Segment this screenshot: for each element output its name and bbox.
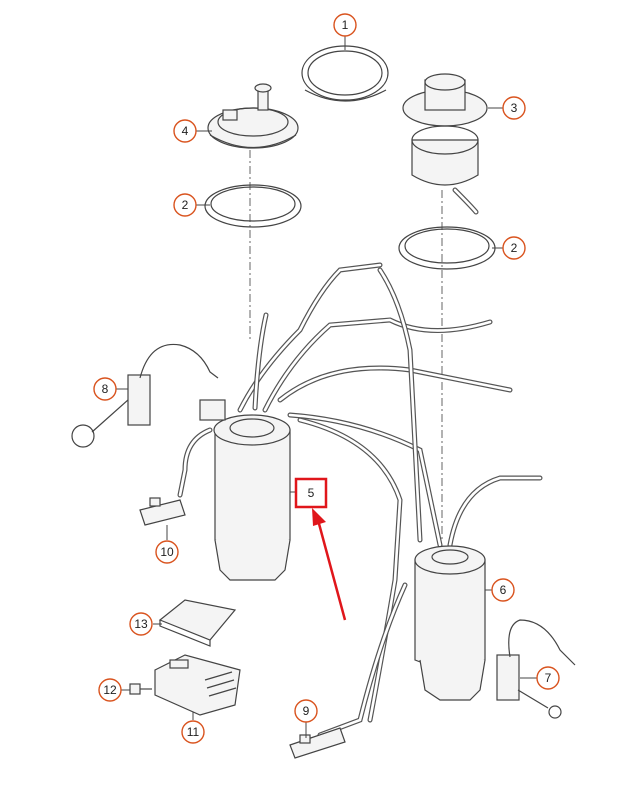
callout-3-label: 3	[511, 101, 518, 115]
callout-8-label: 8	[102, 382, 109, 396]
callout-7-label: 7	[545, 671, 552, 685]
locking-ring	[301, 45, 389, 102]
highlight-box	[294, 477, 328, 509]
callout-9: 9	[294, 699, 318, 723]
callout-11: 11	[181, 720, 205, 744]
leader-lines	[116, 36, 537, 738]
fuel-level-sender-left	[71, 343, 219, 448]
callout-12: 12	[98, 678, 122, 702]
fuel-lines	[177, 262, 543, 738]
flange	[207, 83, 299, 149]
callout-10: 10	[155, 540, 179, 564]
callout-1: 1	[333, 13, 357, 37]
callout-2-left-label: 2	[182, 198, 189, 212]
callout-10-label: 10	[160, 545, 174, 559]
callout-12-label: 12	[103, 683, 117, 697]
callout-6-label: 6	[500, 583, 507, 597]
callout-7: 7	[536, 666, 560, 690]
callout-8: 8	[93, 377, 117, 401]
highlight-arrow	[312, 508, 347, 621]
callout-1-label: 1	[342, 18, 349, 32]
callout-6: 6	[491, 578, 515, 602]
cover-plate	[158, 599, 237, 647]
callout-3: 3	[502, 96, 526, 120]
callout-5: 5	[308, 486, 315, 500]
seal-left	[204, 184, 302, 228]
fuel-pump-left	[199, 399, 291, 581]
callout-4-label: 4	[182, 124, 189, 138]
fuel-pump-right	[414, 545, 486, 701]
connector-right	[289, 727, 346, 759]
fuel-level-sender-right	[496, 619, 576, 719]
seal-right	[398, 226, 496, 270]
callout-2-left: 2	[173, 193, 197, 217]
callout-4: 4	[173, 119, 197, 143]
callout-5-label: 5	[308, 486, 315, 500]
bolt	[129, 683, 152, 695]
callout-13: 13	[129, 612, 153, 636]
fuel-filter-flange	[402, 73, 488, 215]
callout-2-right-label: 2	[511, 241, 518, 255]
callout-9-label: 9	[303, 704, 310, 718]
callout-2-right: 2	[502, 236, 526, 260]
callout-13-label: 13	[134, 617, 148, 631]
connector-left	[139, 497, 186, 526]
fuel-pump-control-unit	[154, 654, 241, 716]
callout-11-label: 11	[187, 725, 200, 739]
